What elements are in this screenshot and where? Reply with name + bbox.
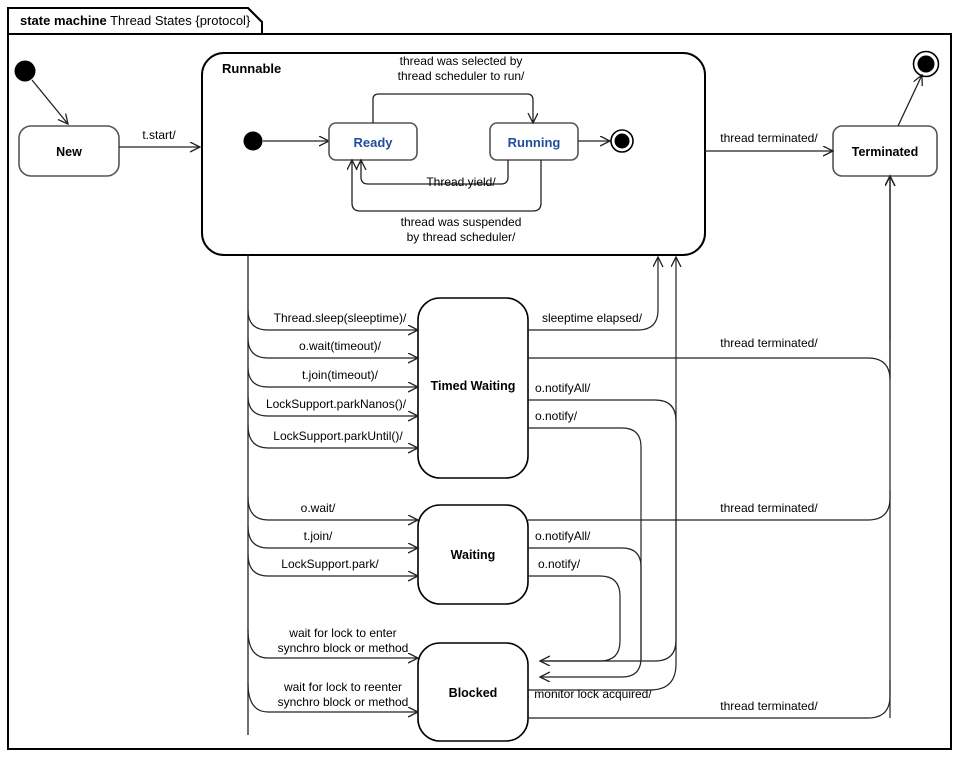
state-blocked-box[interactable] [417, 642, 529, 742]
edge-wait-for-lock-reenter [247, 682, 418, 712]
state-runnable-label: Runnable [222, 61, 281, 76]
label-sleeptime-elapsed: sleeptime elapsed/ [542, 311, 643, 325]
edge-wait-notify [528, 575, 621, 662]
edge-ready-to-running [372, 93, 533, 123]
initial-state-dot-runnable [243, 131, 263, 151]
label-selected-by-scheduler-2: thread scheduler to run/ [398, 69, 525, 83]
state-terminated-label: Terminated [852, 145, 918, 159]
initial-state-dot [14, 60, 36, 82]
edge-running-to-ready-suspended [352, 160, 542, 212]
frame-name: Thread States {protocol} [107, 13, 251, 28]
label-suspended-by-scheduler-2: by thread scheduler/ [407, 230, 516, 244]
edge-initial-to-new [31, 79, 68, 124]
label-wait-for-lock-enter-1: wait for lock to enter [288, 626, 396, 640]
edge-o-wait [247, 496, 418, 520]
frame-keyword: state machine [20, 13, 107, 28]
label-selected-by-scheduler-1: thread was selected by [400, 54, 523, 68]
state-waiting-box[interactable] [417, 504, 529, 605]
label-terminated-waiting: thread terminated/ [720, 501, 818, 515]
label-wait-for-lock-reenter-1: wait for lock to reenter [283, 680, 402, 694]
label-timed-notify-all: o.notifyAll/ [535, 381, 591, 395]
label-monitor-lock-acquired: monitor lock acquired/ [534, 687, 652, 701]
label-o-wait: o.wait/ [301, 501, 336, 515]
state-waiting-label: Waiting [451, 548, 496, 562]
state-waiting[interactable]: Waiting [417, 504, 529, 605]
edge-o-wait-timeout [247, 337, 418, 358]
label-thread-sleep: Thread.sleep(sleeptime)/ [274, 311, 407, 325]
state-terminated[interactable]: Terminated [832, 125, 938, 177]
edge-terminated-to-final [897, 75, 922, 127]
state-blocked[interactable]: Blocked [417, 642, 529, 742]
state-runnable[interactable]: Runnable [201, 52, 706, 256]
label-suspended-by-scheduler-1: thread was suspended [401, 215, 522, 229]
state-new[interactable]: New [18, 125, 120, 177]
final-state-top [912, 50, 940, 78]
label-terminated-timed: thread terminated/ [720, 336, 818, 350]
label-park-until: LockSupport.parkUntil()/ [273, 429, 403, 443]
edge-monitor-lock-acquired [528, 257, 676, 691]
label-wait-for-lock-enter-2: synchro block or method [278, 641, 409, 655]
edge-wait-for-lock-enter [247, 629, 418, 658]
state-timed-waiting-label: Timed Waiting [431, 379, 516, 393]
state-running-label: Running [508, 135, 561, 150]
label-wait-for-lock-reenter-2: synchro block or method [278, 695, 409, 709]
edge-t-join-timeout [247, 366, 418, 387]
edge-park [247, 553, 418, 576]
label-o-wait-timeout: o.wait(timeout)/ [299, 339, 382, 353]
edge-wait-notify-all [528, 547, 642, 660]
state-timed-waiting[interactable]: Timed Waiting [417, 297, 529, 479]
final-state-runnable [610, 129, 634, 153]
state-runnable-box[interactable] [201, 52, 706, 256]
state-blocked-label: Blocked [449, 686, 498, 700]
edge-running-to-ready-yield [361, 160, 509, 185]
diagram-frame [7, 7, 952, 750]
state-new-label: New [56, 145, 82, 159]
edge-thread-sleep [247, 309, 418, 330]
edge-terminated-waiting [528, 490, 891, 521]
frame-label: state machine Thread States {protocol} [20, 13, 251, 28]
edge-park-nanos [247, 395, 418, 416]
state-new-box[interactable] [18, 125, 120, 177]
label-terminated-runnable: thread terminated/ [720, 131, 818, 145]
state-running[interactable]: Running [489, 122, 579, 161]
label-terminated-blocked: thread terminated/ [720, 699, 818, 713]
label-park: LockSupport.park/ [281, 557, 379, 571]
label-thread-yield: Thread.yield/ [426, 175, 496, 189]
label-t-start: t.start/ [142, 128, 176, 142]
edge-sleeptime-elapsed [528, 257, 658, 331]
label-t-join: t.join/ [304, 529, 333, 543]
edge-t-join [247, 525, 418, 548]
edge-timed-notify [528, 427, 642, 677]
label-t-join-timeout: t.join(timeout)/ [302, 368, 379, 382]
state-ready-label: Ready [353, 135, 393, 150]
edge-park-until [247, 424, 418, 448]
label-wait-notify: o.notify/ [538, 557, 581, 571]
label-wait-notify-all: o.notifyAll/ [535, 529, 591, 543]
label-timed-notify: o.notify/ [535, 409, 578, 423]
label-park-nanos: LockSupport.parkNanos()/ [266, 397, 407, 411]
state-ready[interactable]: Ready [328, 122, 418, 161]
